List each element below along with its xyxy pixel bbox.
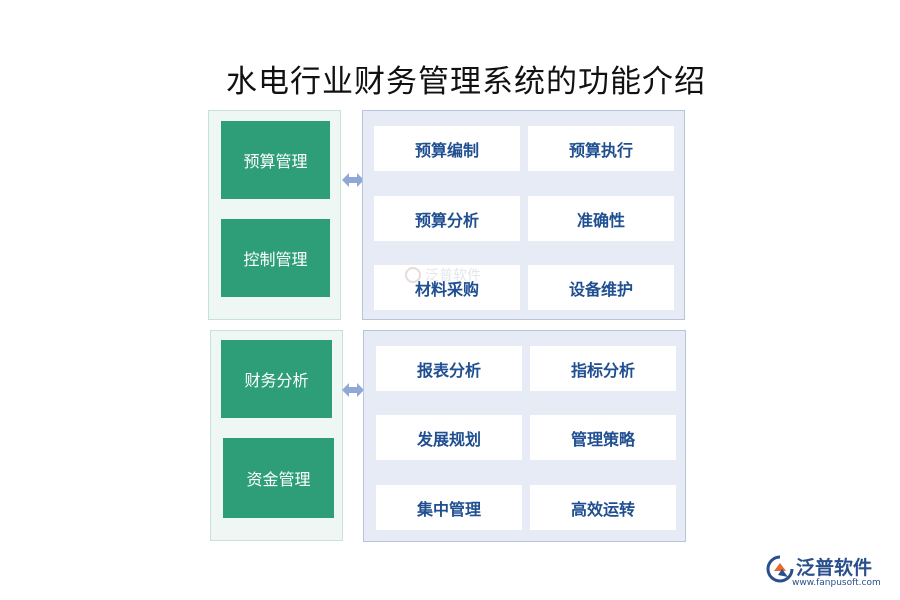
budget-management-box: 预算管理 — [221, 121, 330, 199]
feature-cell: 材料采购 — [374, 265, 520, 310]
feature-cell: 预算执行 — [528, 126, 674, 171]
feature-cell: 发展规划 — [376, 415, 522, 460]
feature-cell: 管理策略 — [530, 415, 676, 460]
feature-cell: 指标分析 — [530, 346, 676, 391]
fund-management-box: 资金管理 — [223, 438, 334, 518]
brand-name: 泛普软件 — [796, 557, 873, 579]
watermark: 泛普软件 — [405, 265, 481, 285]
feature-cell: 高效运转 — [530, 485, 676, 530]
financial-analysis-box: 财务分析 — [221, 340, 332, 418]
watermark-text: 泛普软件 — [425, 268, 481, 284]
watermark-logo-icon — [405, 267, 421, 283]
brand-url: www.fanpusoft.com — [792, 578, 881, 588]
feature-cell: 准确性 — [528, 196, 674, 241]
double-arrow-icon — [342, 173, 364, 187]
double-arrow-icon — [342, 383, 364, 397]
page-title: 水电行业财务管理系统的功能介绍 — [226, 64, 706, 100]
control-management-box: 控制管理 — [221, 219, 330, 297]
feature-cell: 设备维护 — [528, 265, 674, 310]
feature-cell: 集中管理 — [376, 485, 522, 530]
feature-cell: 预算分析 — [374, 196, 520, 241]
brand-logo: 泛普软件 www.fanpusoft.com — [766, 553, 892, 593]
feature-cell: 报表分析 — [376, 346, 522, 391]
feature-cell: 预算编制 — [374, 126, 520, 171]
brand-logo-icon — [766, 555, 794, 583]
